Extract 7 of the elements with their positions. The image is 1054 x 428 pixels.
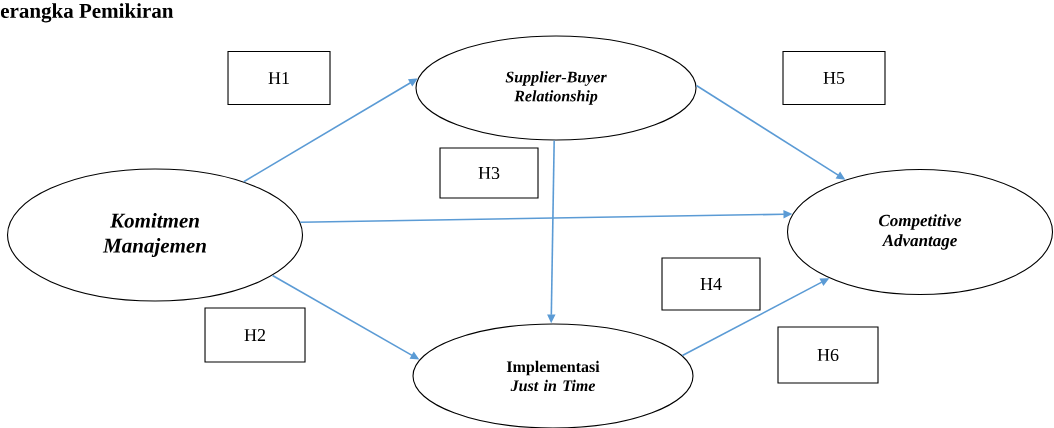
hypothesis-box: H5 bbox=[782, 50, 886, 106]
hypothesis-box: H4 bbox=[661, 257, 761, 311]
hypothesis-box: H2 bbox=[204, 307, 306, 363]
heading: erangka Pemikiran bbox=[0, 3, 174, 23]
hypothesis-box: H3 bbox=[439, 147, 539, 199]
hypothesis-box: H6 bbox=[777, 326, 879, 384]
hypothesis-box: H1 bbox=[227, 50, 331, 106]
